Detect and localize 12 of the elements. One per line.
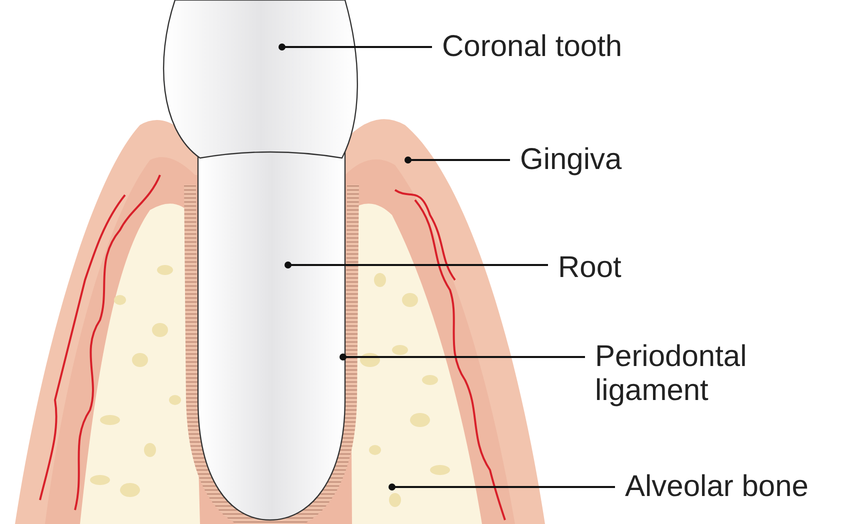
- part-label: Root: [558, 251, 622, 285]
- ligament-drawing: [184, 185, 359, 524]
- leader-line: [388, 484, 615, 490]
- part-label: Gingiva: [520, 143, 622, 177]
- leader-line: [278, 44, 432, 50]
- part-label: Periodontal ligament: [595, 340, 795, 408]
- part-label: Coronal tooth: [442, 30, 622, 64]
- leader-line: [404, 156, 510, 164]
- leader-line: [284, 262, 548, 268]
- leader-line: [340, 354, 585, 360]
- tooth-crown-drawing: [163, 0, 358, 159]
- part-label: Alveolar bone: [625, 470, 808, 504]
